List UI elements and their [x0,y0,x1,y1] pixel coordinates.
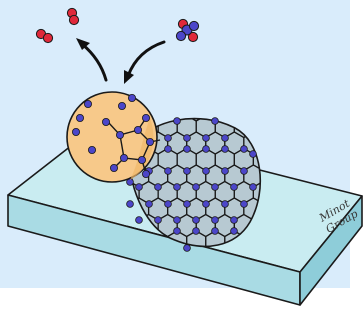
lattice-hexagon [244,297,263,319]
nanotube-atom [249,150,257,158]
fullerene-atom [141,114,150,123]
lattice-hexagon [206,297,225,319]
fullerene-atom [133,126,142,135]
nanotube-atom [221,167,229,175]
fullerene-atom [76,114,85,123]
slab-side-face [299,195,363,306]
nanotube-atom [192,227,200,235]
fullerene-atom [84,100,93,109]
nanotube-atom [192,216,200,224]
nanotube-atoms [126,117,257,252]
nanotube-atom [202,200,210,208]
oxygen-molecule-icon-2 [35,28,54,44]
fullerene-atom [141,169,150,178]
signature: Minot Group [316,197,360,236]
nanotube-atom [135,216,143,224]
nanotube-atom [211,227,219,235]
fullerene-atom [102,118,111,127]
lattice-hexagon [168,297,187,319]
lattice-hexagon [291,314,310,321]
lattice-hexagon [130,297,149,319]
nanotube-atom [154,216,162,224]
lattice-hexagon [158,314,177,321]
lattice-hexagon [272,314,291,321]
nanotube-atom [240,167,248,175]
nanotube-atom [230,216,238,224]
nanotube-atom [211,117,219,125]
lattice-hexagon [215,314,234,321]
lattice-hexagon [263,297,282,319]
fullerene-cap [66,91,161,183]
fullerene-atoms [72,94,154,178]
nanotube-atom [211,183,219,191]
nanotube-atom [164,145,172,153]
nanotube-atom [230,227,238,235]
nanotube-atom [221,145,229,153]
nanotube-atom [164,167,172,175]
oxygen-molecule-icon [66,7,80,26]
lattice-hexagon [139,314,158,321]
lattice-hexagon [149,297,168,319]
fullerene-atom [118,102,127,111]
lattice-hexagon [120,314,139,321]
nanotube-atom [126,200,134,208]
lattice-hexagon [253,314,272,321]
nanotube-atom [183,145,191,153]
fullerene-atom [120,153,129,162]
nanotube-atom [221,200,229,208]
nanotube-atom [173,227,181,235]
curved-arrow-up-left-icon [76,38,108,82]
nanotube-atom [230,183,238,191]
fullerene-atom [127,94,136,103]
nanotube-atom [173,216,181,224]
nanotube-atom [145,200,153,208]
lattice-hexagon [311,314,330,321]
lattice-hexagon [330,314,349,321]
lattice-hexagon [177,314,196,321]
nanotube-atom [135,183,143,191]
curved-arrow-down-left-icon [124,40,166,84]
nanotube-atom [249,183,257,191]
lattice-hexagon [187,297,206,319]
lattice-hexagon [320,297,339,319]
nanotube-atom [221,134,229,142]
nanotube-atom [173,117,181,125]
fullerene-shade [130,118,154,180]
nanotube-atom [202,167,210,175]
nanotube-atom [183,244,191,252]
lattice-hexagon [110,297,129,319]
nanotube-atom [164,134,172,142]
nanotube-atom [211,216,219,224]
lattice-hexagon [234,314,253,321]
nanotube-atom [183,134,191,142]
nanotube-atom [202,145,210,153]
nanotube-atom [240,145,248,153]
fullerene-atom [88,145,97,154]
nanotube-atom [192,183,200,191]
nanotube-atom [183,200,191,208]
nanotube-atom [240,200,248,208]
nanotube-atom [154,183,162,191]
fullerene-atom [110,163,119,172]
fullerene-atom [145,137,154,146]
lattice-hexagon [196,314,215,321]
lattice-hexagon [225,297,244,319]
co2-molecule-icon [175,18,200,43]
fullerene-atom [116,130,125,139]
nanotube-atom [164,200,172,208]
nanotube-atom [202,134,210,142]
nanotube-atom [183,167,191,175]
fullerene-atom [137,155,146,164]
nanotube-atom [173,183,181,191]
fullerene-atom [72,127,81,136]
